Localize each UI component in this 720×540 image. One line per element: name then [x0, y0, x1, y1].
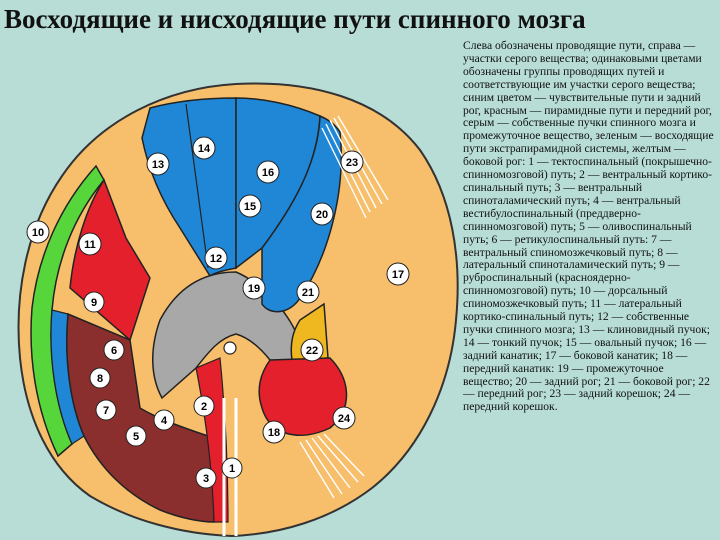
label-16: 16 [256, 160, 280, 184]
label-2: 2 [193, 395, 215, 417]
label-19: 19 [242, 276, 266, 300]
svg-text:7: 7 [103, 405, 109, 417]
svg-text:11: 11 [84, 239, 96, 251]
anterior-root-fibers [299, 433, 365, 499]
label-9: 9 [83, 291, 105, 313]
label-6: 6 [103, 339, 125, 361]
svg-text:21: 21 [302, 287, 314, 299]
svg-text:1: 1 [229, 463, 235, 475]
label-8: 8 [89, 367, 111, 389]
svg-text:3: 3 [203, 473, 209, 485]
svg-text:19: 19 [248, 283, 260, 295]
label-21: 21 [296, 280, 320, 304]
anterior-horn-red [258, 357, 348, 436]
svg-text:13: 13 [152, 159, 164, 171]
label-11: 11 [78, 232, 102, 256]
label-10: 10 [26, 220, 50, 244]
label-12: 12 [204, 246, 228, 270]
label-18: 18 [262, 420, 286, 444]
central-canal [223, 341, 237, 355]
label-7: 7 [95, 399, 117, 421]
svg-text:16: 16 [262, 167, 274, 179]
svg-text:4: 4 [161, 415, 168, 427]
label-14: 14 [192, 136, 216, 160]
region-labels: 1 2 3 4 5 6 7 8 9 10 11 12 13 14 15 16 1… [26, 136, 410, 489]
label-23: 23 [340, 150, 364, 174]
page-title: Восходящие и нисходящие пути спинного мо… [4, 4, 586, 34]
label-13: 13 [146, 152, 170, 176]
svg-text:24: 24 [338, 413, 351, 425]
label-22: 22 [300, 338, 324, 362]
label-15: 15 [238, 194, 262, 218]
label-1: 1 [221, 457, 243, 479]
svg-text:20: 20 [316, 209, 328, 221]
svg-text:6: 6 [111, 345, 117, 357]
svg-text:15: 15 [244, 201, 256, 213]
figure-caption: Слева обозначены проводящие пути, справа… [463, 40, 715, 535]
svg-text:5: 5 [133, 431, 139, 443]
caption-text: Слева обозначены проводящие пути, справа… [463, 40, 714, 414]
svg-text:18: 18 [268, 427, 280, 439]
svg-text:23: 23 [346, 157, 358, 169]
svg-text:12: 12 [210, 253, 222, 265]
svg-text:17: 17 [392, 269, 404, 281]
spinal-cord-cross-section: 1 2 3 4 5 6 7 8 9 10 11 12 13 14 15 16 1… [17, 82, 459, 538]
label-5: 5 [125, 425, 147, 447]
label-4: 4 [153, 409, 175, 431]
green-tract-region [30, 164, 105, 458]
svg-text:10: 10 [32, 227, 44, 239]
svg-text:9: 9 [91, 297, 97, 309]
label-20: 20 [310, 202, 334, 226]
svg-text:22: 22 [306, 345, 318, 357]
svg-text:2: 2 [201, 401, 207, 413]
posterior-horn-blue [261, 114, 342, 313]
label-3: 3 [195, 467, 217, 489]
brown-tract-region [66, 312, 215, 523]
label-24: 24 [332, 406, 356, 430]
svg-text:8: 8 [97, 373, 103, 385]
label-17: 17 [386, 262, 410, 286]
svg-text:14: 14 [198, 143, 211, 155]
